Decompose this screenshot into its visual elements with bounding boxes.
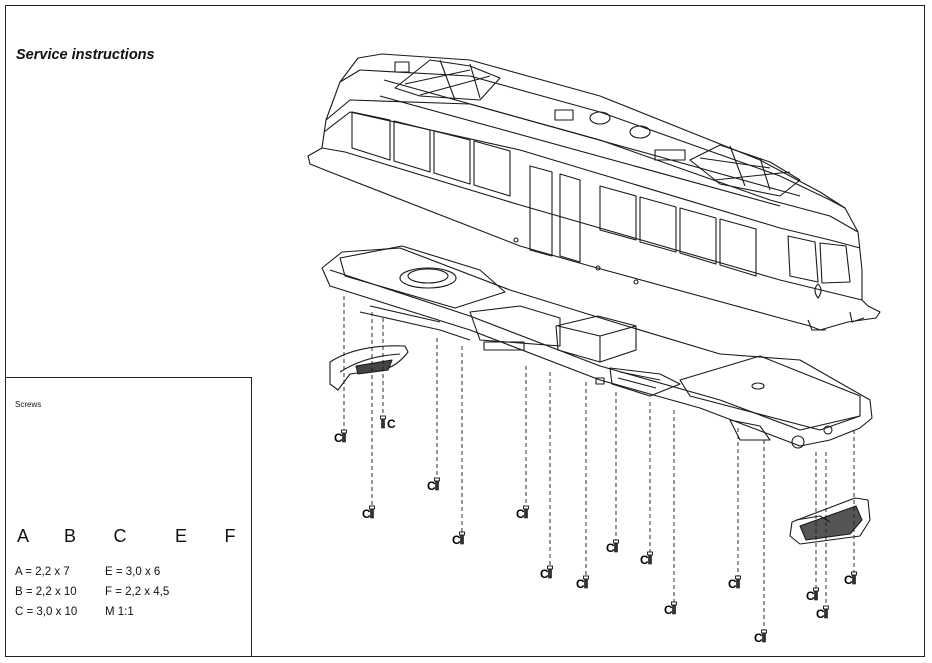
screw-callout-9: C: [606, 539, 619, 555]
screw-callout-2: C: [362, 505, 375, 521]
right-buffer-beam: [789, 497, 871, 545]
spec-e: E = 3,0 x 6: [105, 566, 161, 578]
screw-label-c: C: [540, 567, 549, 581]
screw-callout-13: C: [754, 629, 767, 645]
screw-head: [380, 415, 386, 420]
screw-shaft: [460, 534, 464, 545]
page-frame: [5, 5, 925, 657]
spec-c: C = 3,0 x 10: [15, 606, 78, 618]
screw-label-c: C: [606, 541, 615, 555]
screw-shaft: [852, 574, 856, 585]
left-buffer-beam: [329, 345, 409, 391]
screw-label-c: C: [576, 577, 585, 591]
screw-callout-12: C: [728, 575, 741, 591]
screw-letter-f: F: [224, 526, 236, 546]
screw-shaft: [342, 432, 346, 443]
screw-label-c: C: [334, 431, 343, 445]
screw-callout-7: C: [540, 565, 553, 581]
screw-label-c: C: [387, 417, 396, 431]
screw-shaft: [762, 632, 766, 643]
screws-title: Screws: [15, 400, 42, 409]
screw-label-c: C: [728, 577, 737, 591]
screw-label-c: C: [806, 589, 815, 603]
screw-callout-6: C: [516, 505, 529, 521]
screw-callout-14: C: [806, 587, 819, 603]
screw-shaft: [824, 608, 828, 619]
screw-shaft: [548, 568, 552, 579]
locomotive-body: [307, 53, 881, 331]
screw-label-c: C: [427, 479, 436, 493]
screw-shaft: [381, 418, 385, 429]
screw-shaft: [584, 578, 588, 589]
screw-callout-1: C: [334, 429, 347, 445]
page-title: Service instructions: [16, 47, 155, 63]
screw-label-c: C: [754, 631, 763, 645]
assembly-lines: [343, 296, 855, 632]
screw-letter-e: E: [174, 526, 187, 546]
chassis-frame: [321, 245, 873, 449]
screw-label-c: C: [816, 607, 825, 621]
screw-shaft: [648, 554, 652, 565]
screw-shaft: [435, 480, 439, 491]
screw-callout-10: C: [640, 551, 653, 567]
screw-shaft: [672, 604, 676, 615]
screw-letter-c: C: [113, 526, 127, 546]
screw-callout-15: C: [816, 605, 829, 621]
screw-label-c: C: [516, 507, 525, 521]
screw-callout-11: C: [664, 601, 677, 617]
screw-shaft: [524, 508, 528, 519]
scale-label: M 1:1: [105, 606, 134, 618]
screw-label-c: C: [844, 573, 853, 587]
screw-shaft: [736, 578, 740, 589]
screw-callout-4: C: [427, 477, 440, 493]
screw-shaft: [614, 542, 618, 553]
screw-label-c: C: [664, 603, 673, 617]
screw-label-c: C: [362, 507, 371, 521]
screw-callout-3: C: [380, 415, 396, 431]
screw-shaft: [370, 508, 374, 519]
spec-a: A = 2,2 x 7: [15, 566, 70, 578]
screw-shaft: [814, 590, 818, 601]
screw-letter-b: B: [63, 526, 76, 546]
screw-label-c: C: [452, 533, 461, 547]
screw-callout-5: C: [452, 531, 465, 547]
screw-callout-8: C: [576, 575, 589, 591]
screw-callout-16: C: [844, 571, 857, 587]
screw-label-c: C: [640, 553, 649, 567]
spec-f: F = 2,2 x 4,5: [105, 586, 170, 598]
screws-legend-box: Screws A B C E F A = 2,2 x 7 B = 2,2 x 1…: [5, 377, 252, 657]
spec-b: B = 2,2 x 10: [15, 586, 77, 598]
screw-letter-a: A: [16, 526, 29, 546]
